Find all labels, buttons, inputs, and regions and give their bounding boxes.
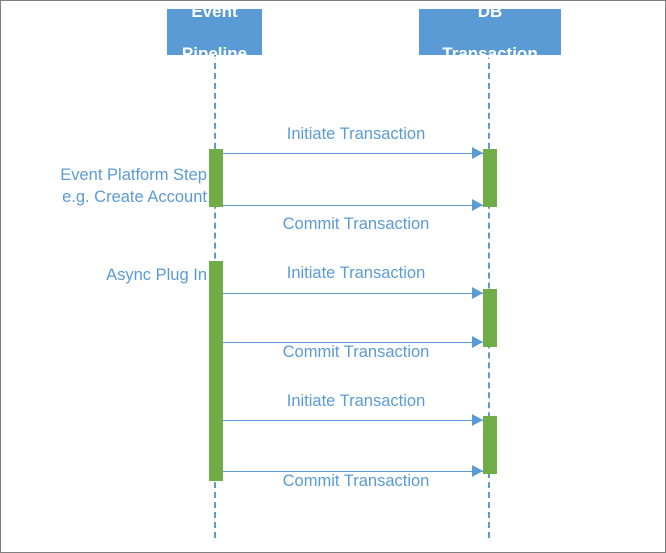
activation-db-transaction-1 [483,149,497,207]
actor-header-db-transaction-line2: Transaction [442,43,538,63]
actor-header-event-pipeline-line2: Pipeline [181,43,248,63]
message-label-m1: Initiate Transaction [286,125,426,143]
message-line-m3 [223,293,483,294]
message-arrowhead-m6 [472,465,483,477]
message-label-m3: Initiate Transaction [286,264,426,282]
actor-header-db-transaction-line1: DB [477,1,503,21]
message-line-m6 [223,471,483,472]
actor-header-event-pipeline-line1: Event [191,1,238,21]
message-label-m6: Commit Transaction [282,472,430,490]
side-label-event-platform-step-line1: Event Platform Step [60,166,207,184]
message-line-m2 [223,205,483,206]
side-label-async-plug-in-line1: Async Plug In [106,266,207,284]
side-label-event-platform-step-line2: e.g. Create Account [62,188,207,206]
activation-db-transaction-3 [483,416,497,474]
message-line-m1 [223,153,483,154]
message-arrowhead-m2 [472,199,483,211]
message-label-m2: Commit Transaction [282,215,430,233]
message-arrowhead-m3 [472,287,483,299]
message-label-m5: Initiate Transaction [286,392,426,410]
actor-header-event-pipeline[interactable]: Event Pipeline [167,2,262,63]
message-line-m4 [223,342,483,343]
message-line-m5 [223,420,483,421]
activation-event-pipeline-2 [209,261,223,481]
activation-db-transaction-2 [483,289,497,347]
actor-header-db-transaction[interactable]: DB Transaction [419,2,561,63]
message-arrowhead-m1 [472,147,483,159]
message-arrowhead-m4 [472,336,483,348]
message-label-m4: Commit Transaction [282,343,430,361]
activation-event-pipeline-1 [209,149,223,207]
side-label-event-platform-step: Event Platform Step e.g. Create Account [11,164,207,208]
side-label-async-plug-in: Async Plug In [11,264,207,286]
message-arrowhead-m5 [472,414,483,426]
